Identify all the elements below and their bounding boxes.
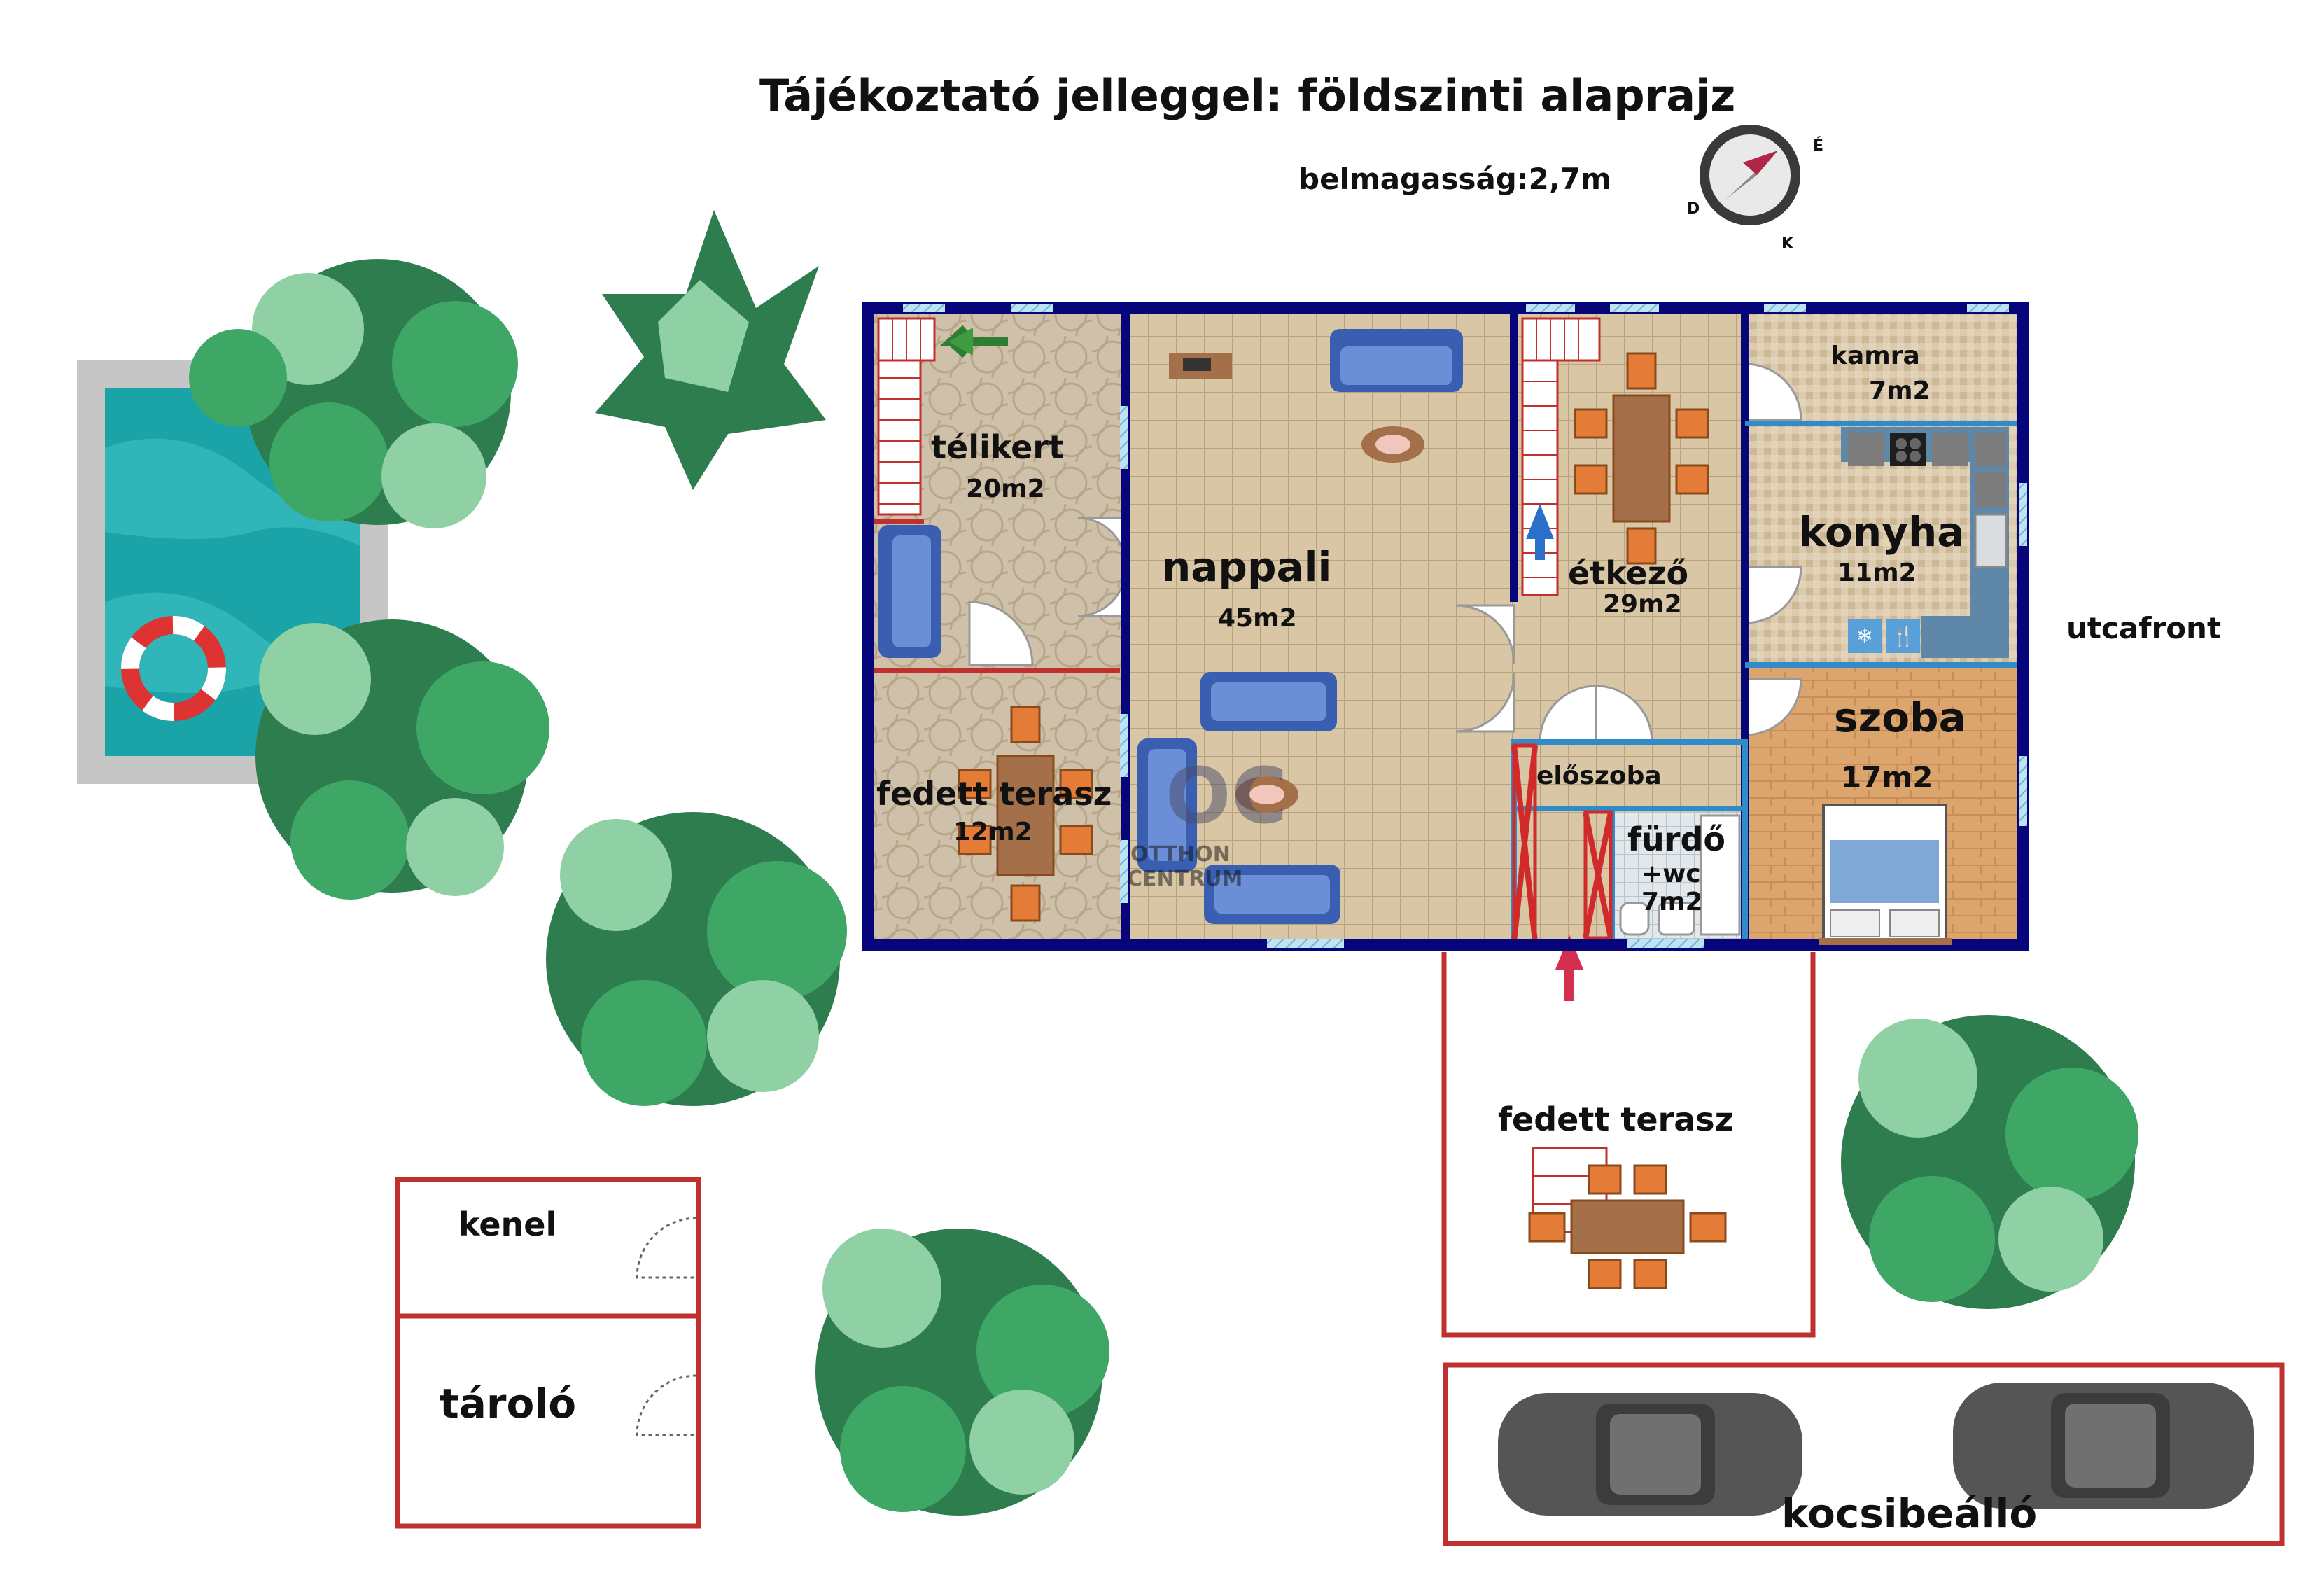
car-right-icon <box>1953 1382 2254 1508</box>
tree-icon <box>1841 1015 2138 1309</box>
room-furdo-extra: +wc <box>1642 860 1701 888</box>
ceiling-height: belmagasság:2,7m <box>1298 162 1611 196</box>
area-konyha: 11m2 <box>1837 559 1917 587</box>
compass-icon: D K É <box>1687 125 1823 253</box>
shed-outline <box>395 1177 701 1529</box>
tree-icon <box>595 210 826 490</box>
room-szoba: szoba <box>1834 694 1966 741</box>
room-telikert: télikert <box>931 428 1064 466</box>
area-telikert: 20m2 <box>966 475 1045 503</box>
room-konyha: konyha <box>1799 508 1964 556</box>
tree-icon <box>189 259 518 528</box>
watermark-line2: CENTRUM <box>1127 867 1242 891</box>
page-title: Tájékoztató jelleggel: földszinti alapra… <box>760 70 1735 121</box>
compass-k: K <box>1782 235 1794 253</box>
room-etkezo: étkező <box>1568 554 1688 592</box>
room-tarolo: tároló <box>440 1380 576 1427</box>
street-front-label: utcafront <box>2066 611 2221 645</box>
area-etkezo: 29m2 <box>1603 590 1682 619</box>
svg-text:🍴: 🍴 <box>1891 624 1916 648</box>
room-fedett-terasz-2: fedett terasz <box>1498 1100 1733 1138</box>
tree-icon <box>816 1228 1110 1516</box>
compass-e: É <box>1813 136 1823 155</box>
area-furdo: 7m2 <box>1642 888 1703 916</box>
room-nappali: nappali <box>1162 543 1331 591</box>
room-kocsibeallo: kocsibeálló <box>1782 1490 2037 1537</box>
room-fedett-terasz-1: fedett terasz <box>876 775 1112 813</box>
area-kamra: 7m2 <box>1869 377 1931 405</box>
watermark-line1: OTTHON <box>1130 842 1231 867</box>
life-ring-icon <box>121 616 226 721</box>
area-fedett-terasz-1: 12m2 <box>953 818 1032 846</box>
car-left-icon <box>1498 1393 1802 1516</box>
svg-text:OC: OC <box>1166 751 1287 841</box>
carport-outline <box>1443 1362 2285 1546</box>
room-kamra: kamra <box>1830 342 1920 370</box>
tree-icon <box>255 620 550 899</box>
watermark: OC OTTHON CENTRUM <box>1127 751 1287 891</box>
svg-text:❄: ❄ <box>1856 624 1872 648</box>
covered-terrace-outline <box>1441 952 1816 1338</box>
tree-icon <box>546 812 847 1106</box>
area-nappali: 45m2 <box>1218 604 1297 633</box>
compass-d: D <box>1687 200 1700 218</box>
room-kenel: kenel <box>458 1205 556 1243</box>
pool <box>77 360 388 784</box>
room-furdo: fürdő <box>1628 820 1726 858</box>
room-eloszoba: előszoba <box>1536 762 1662 790</box>
area-szoba: 17m2 <box>1841 760 1933 794</box>
